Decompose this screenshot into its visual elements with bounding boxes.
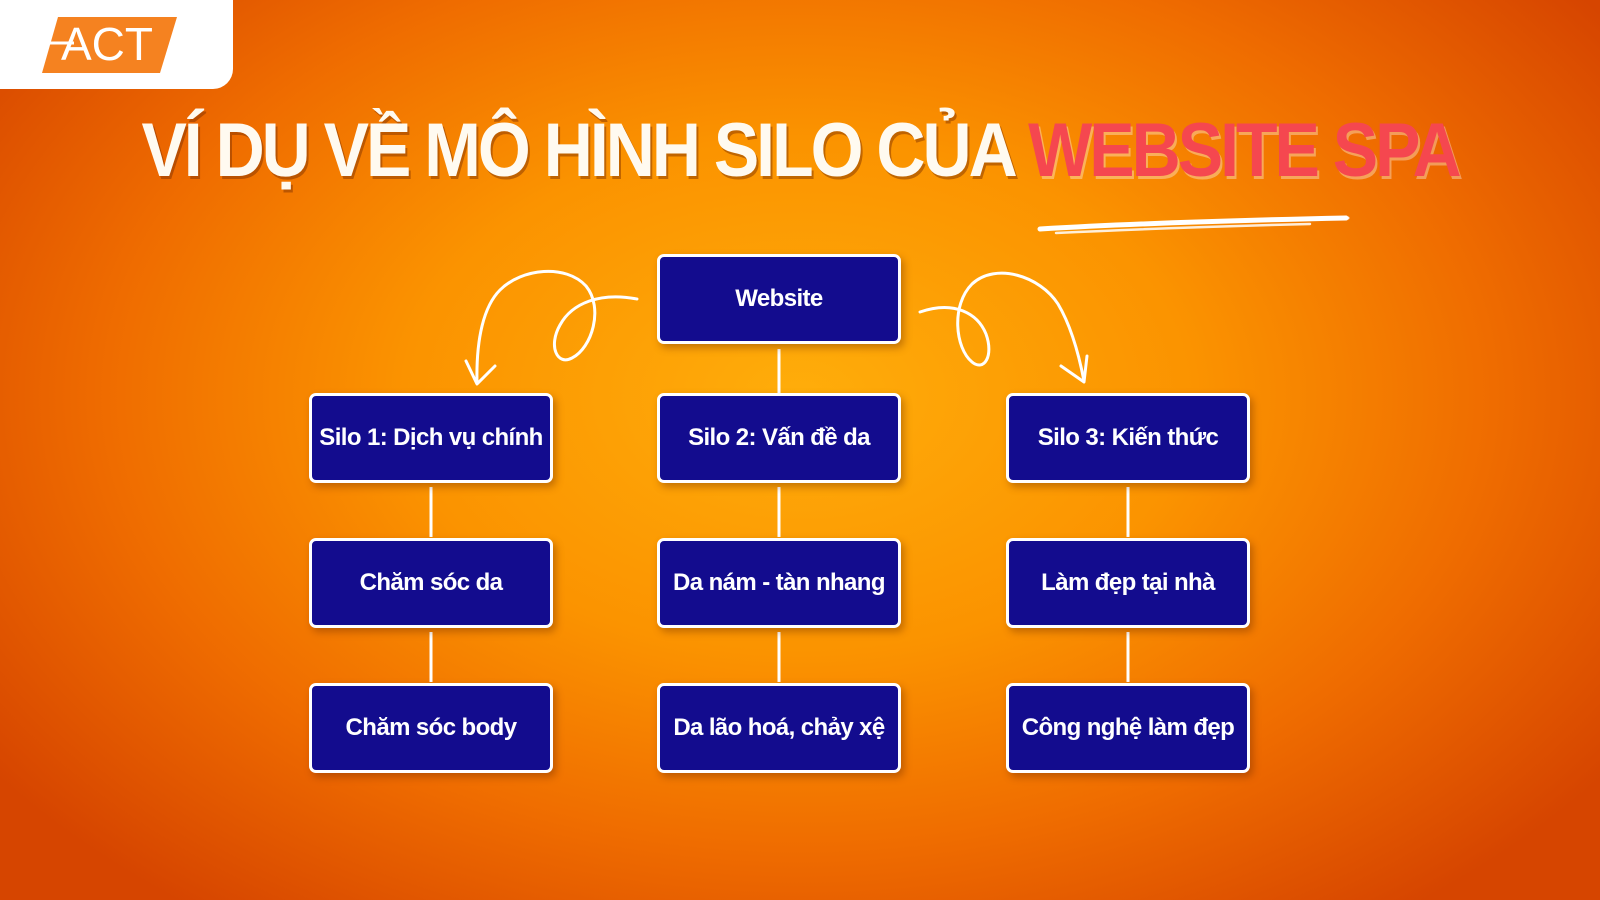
- title-underline: [1037, 215, 1350, 235]
- node-silo3-child-1: Làm đẹp tại nhà: [1006, 538, 1250, 628]
- right-curly-arrow: [918, 271, 1089, 384]
- node-silo1-child-2: Chăm sóc body: [309, 683, 553, 773]
- page-title: VÍ DỤ VỀ MÔ HÌNH SILO CỦA WEBSITE SPA: [0, 112, 1600, 188]
- act-logo: ACT: [42, 17, 177, 73]
- left-curly-arrow: [464, 269, 639, 386]
- node-silo2-child-2: Da lão hoá, chảy xệ: [657, 683, 901, 773]
- title-main-text: VÍ DỤ VỀ MÔ HÌNH SILO CỦA: [141, 107, 1015, 193]
- node-silo-2: Silo 2: Vấn đề da: [657, 393, 901, 483]
- node-silo1-child-1: Chăm sóc da: [309, 538, 553, 628]
- node-silo3-child-2: Công nghệ làm đẹp: [1006, 683, 1250, 773]
- node-root-website: Website: [657, 254, 901, 344]
- node-silo-3: Silo 3: Kiến thức: [1006, 393, 1250, 483]
- node-silo-1: Silo 1: Dịch vụ chính: [309, 393, 553, 483]
- logo-panel: ACT: [0, 0, 233, 89]
- node-silo2-child-1: Da nám - tàn nhang: [657, 538, 901, 628]
- logo-parallelogram: [42, 17, 177, 73]
- logo-text: ACT: [61, 18, 153, 70]
- title-accent-text: WEBSITE SPA: [1028, 107, 1461, 193]
